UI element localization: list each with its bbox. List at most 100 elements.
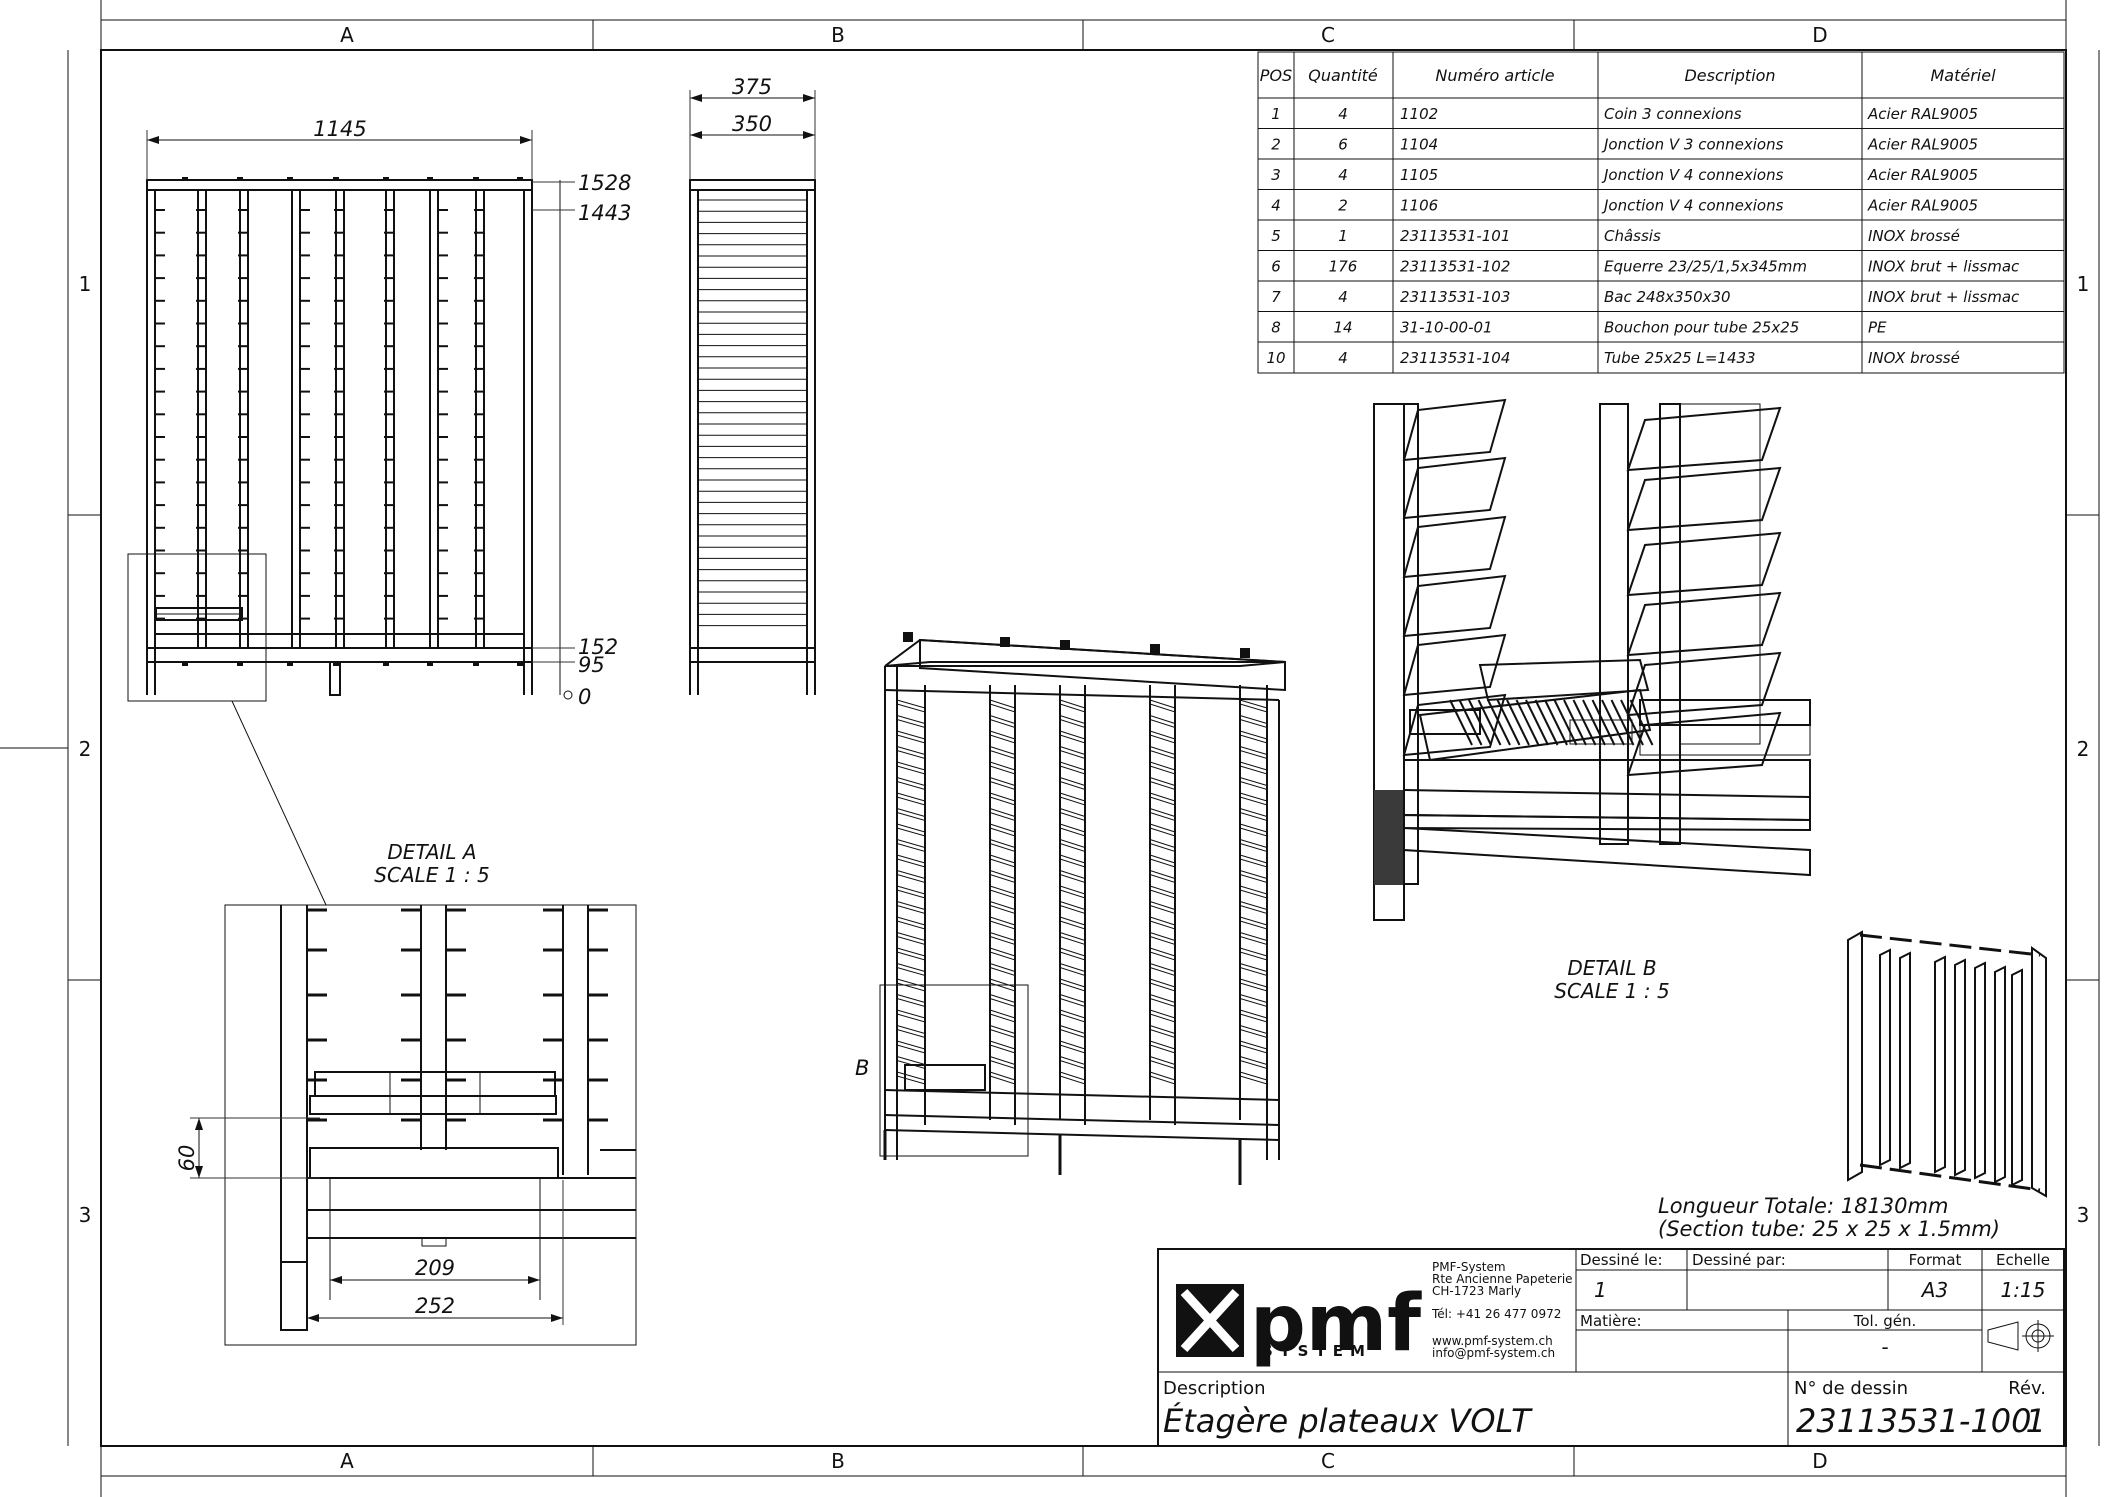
tube-skeleton-view <box>1847 930 2047 1198</box>
bom-cell: 6 <box>1338 136 1348 154</box>
dim-h-0: 0 <box>578 685 591 709</box>
bom-cell: Jonction V 4 connexions <box>1601 197 1784 215</box>
echelle-label: Echelle <box>1996 1251 2050 1269</box>
side-view-dimensions: 375 350 <box>689 75 816 180</box>
detail-a-scale: SCALE 1 : 5 <box>374 863 489 887</box>
bom-cell: Bouchon pour tube 25x25 <box>1604 319 1799 337</box>
col-label-c-bottom: C <box>1321 1449 1335 1473</box>
company-email: info@pmf-system.ch <box>1432 1346 1555 1360</box>
bom-cell: 1 <box>1271 105 1281 123</box>
matiere-label: Matière: <box>1580 1312 1642 1330</box>
col-label-d-top: D <box>1812 23 1827 47</box>
format-label: Format <box>1909 1251 1962 1269</box>
bom-cell: 7 <box>1271 288 1281 306</box>
bom-cell: 176 <box>1329 258 1358 276</box>
bom-cell: 1106 <box>1400 197 1438 215</box>
bom-cell: 10 <box>1266 349 1285 367</box>
length-total-note: Longueur Totale: 18130mm <box>1658 1194 1948 1218</box>
col-label-d-bottom: D <box>1812 1449 1827 1473</box>
detail-b-marker: B <box>855 1056 869 1080</box>
dim-side-outer: 375 <box>732 75 772 99</box>
dim-h-152: 152 <box>578 635 618 659</box>
drawing-number-label: N° de dessin <box>1794 1378 1908 1399</box>
bom-header-article: Numéro article <box>1435 66 1554 85</box>
front-view-dimensions: 1145 1528 1443 152 95 0 <box>146 117 631 709</box>
bom-header-description: Description <box>1684 66 1775 85</box>
bom-cell: 14 <box>1333 319 1352 337</box>
company-line-2: Rte Ancienne Papeterie <box>1432 1272 1573 1286</box>
column-letters: A B C D A B C D 1 2 3 1 2 3 <box>79 23 2090 1473</box>
bom-cell: 1105 <box>1400 166 1438 184</box>
bom-cell: Tube 25x25 L=1433 <box>1604 349 1756 367</box>
drawing-number-value: 23113531-100 <box>1796 1402 2032 1440</box>
format-value: A3 <box>1920 1278 1948 1302</box>
company-phone: Tél: +41 26 477 0972 <box>1431 1307 1561 1321</box>
bom-cell: INOX brossé <box>1868 349 1960 367</box>
tol-gen-label: Tol. gén. <box>1853 1312 1917 1330</box>
bom-cell: 2 <box>1271 136 1281 154</box>
bom-cell: 1102 <box>1400 105 1438 123</box>
bom-cell: Acier RAL9005 <box>1867 197 1978 215</box>
bom-cell: INOX brut + lissmac <box>1868 258 2020 276</box>
bom-cell: 8 <box>1271 319 1281 337</box>
logo-subtext: SYSTEM <box>1262 1342 1372 1360</box>
company-line-3: CH-1723 Marly <box>1432 1284 1521 1298</box>
bom-cell: Châssis <box>1604 227 1661 245</box>
projection-symbol-icon <box>1987 1320 2054 1352</box>
bom-cell: INOX brut + lissmac <box>1868 288 2020 306</box>
row-label-1-left: 1 <box>79 272 92 296</box>
logo-text: pmf <box>1250 1279 1422 1369</box>
bom-cell: 4 <box>1338 105 1348 123</box>
col-label-a-bottom: A <box>340 1449 354 1473</box>
row-label-3-right: 3 <box>2077 1203 2090 1227</box>
bom-table: POS Quantité Numéro article Description … <box>1257 51 2065 374</box>
bom-cell: 6 <box>1271 258 1281 276</box>
bom-cell: 4 <box>1338 349 1348 367</box>
col-label-c-top: C <box>1321 23 1335 47</box>
front-view <box>127 177 533 906</box>
bom-cell: Jonction V 4 connexions <box>1601 166 1784 184</box>
echelle-value: 1:15 <box>2001 1278 2046 1302</box>
bom-header-pos: POS <box>1260 66 1292 85</box>
revision-label: Rév. <box>2008 1378 2046 1399</box>
bom-cell: INOX brossé <box>1868 227 1960 245</box>
tol-gen-value: - <box>1881 1335 1888 1359</box>
bom-cell: Acier RAL9005 <box>1867 105 1978 123</box>
dim-front-width: 1145 <box>313 117 366 141</box>
dim-detail-209: 209 <box>415 1256 455 1280</box>
bom-cell: 1 <box>1338 227 1348 245</box>
detail-b-title: DETAIL B SCALE 1 : 5 <box>1554 956 1669 1003</box>
dessine-par-label: Dessiné par: <box>1692 1251 1786 1269</box>
bom-cell: Jonction V 3 connexions <box>1601 136 1784 154</box>
dim-h-1443: 1443 <box>578 201 631 225</box>
bom-cell: Equerre 23/25/1,5x345mm <box>1604 258 1807 276</box>
bom-cell: 1104 <box>1400 136 1438 154</box>
bom-cell: 4 <box>1338 166 1348 184</box>
dim-h-top: 1528 <box>578 171 631 195</box>
title-block: pmf SYSTEM PMF-System Rte Ancienne Papet… <box>1157 1248 2065 1447</box>
bom-cell: Coin 3 connexions <box>1604 105 1742 123</box>
bom-cell: 2 <box>1338 197 1348 215</box>
description-value: Étagère plateaux VOLT <box>1163 1402 1533 1440</box>
bom-cell: 3 <box>1271 166 1281 184</box>
revision-value: 1 <box>2026 1402 2046 1440</box>
dessine-le-label: Dessiné le: <box>1580 1251 1663 1269</box>
isometric-view: B <box>855 632 1286 1185</box>
detail-a-label: DETAIL A <box>387 840 476 864</box>
dim-h-95: 95 <box>578 653 605 677</box>
col-label-b-top: B <box>831 23 845 47</box>
detail-b-label: DETAIL B <box>1567 956 1656 980</box>
tube-notes: Longueur Totale: 18130mm (Section tube: … <box>1658 1194 2000 1241</box>
col-label-a-top: A <box>340 23 354 47</box>
dim-detail-252: 252 <box>415 1294 455 1318</box>
row-label-2-left: 2 <box>79 737 92 761</box>
bom-cell: 31-10-00-01 <box>1400 319 1493 337</box>
bom-cell: 4 <box>1338 288 1348 306</box>
bom-header-qty: Quantité <box>1308 66 1378 85</box>
company-line-1: PMF-System <box>1432 1260 1506 1274</box>
bom-cell: 5 <box>1271 227 1281 245</box>
dim-detail-60: 60 <box>175 1145 199 1172</box>
bom-cell: 23113531-101 <box>1400 227 1510 245</box>
